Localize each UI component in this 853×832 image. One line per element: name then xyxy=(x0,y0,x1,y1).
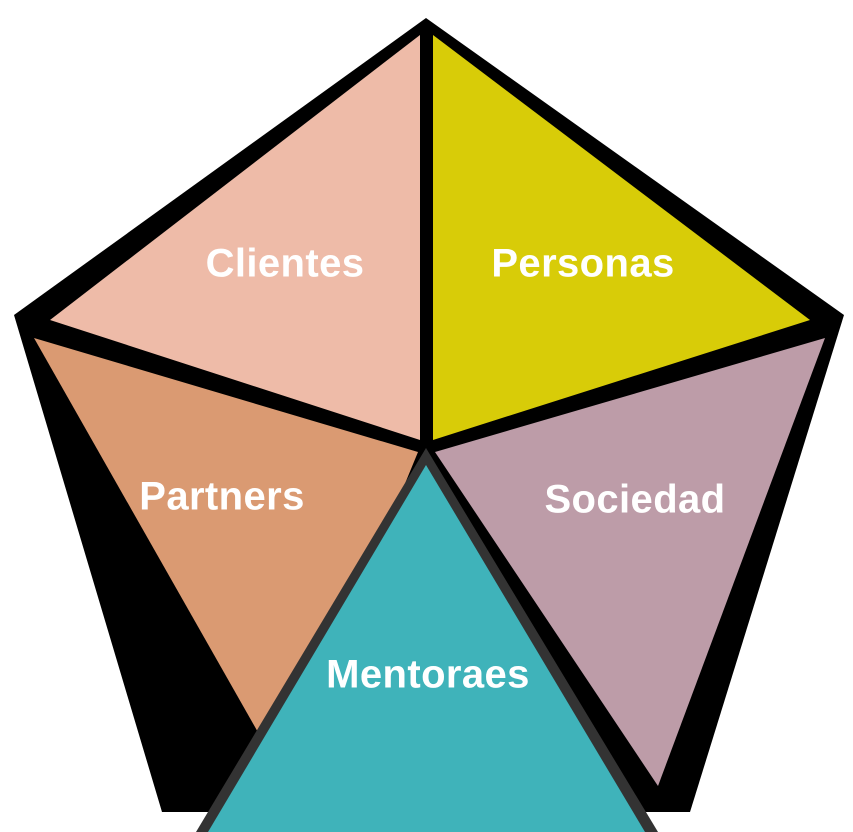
pentagon-segments-group xyxy=(34,35,825,832)
segment-personas[interactable] xyxy=(433,35,810,440)
segment-clientes[interactable] xyxy=(50,35,420,440)
segment-mentoraes[interactable] xyxy=(208,465,645,832)
segment-sociedad[interactable] xyxy=(435,338,825,786)
